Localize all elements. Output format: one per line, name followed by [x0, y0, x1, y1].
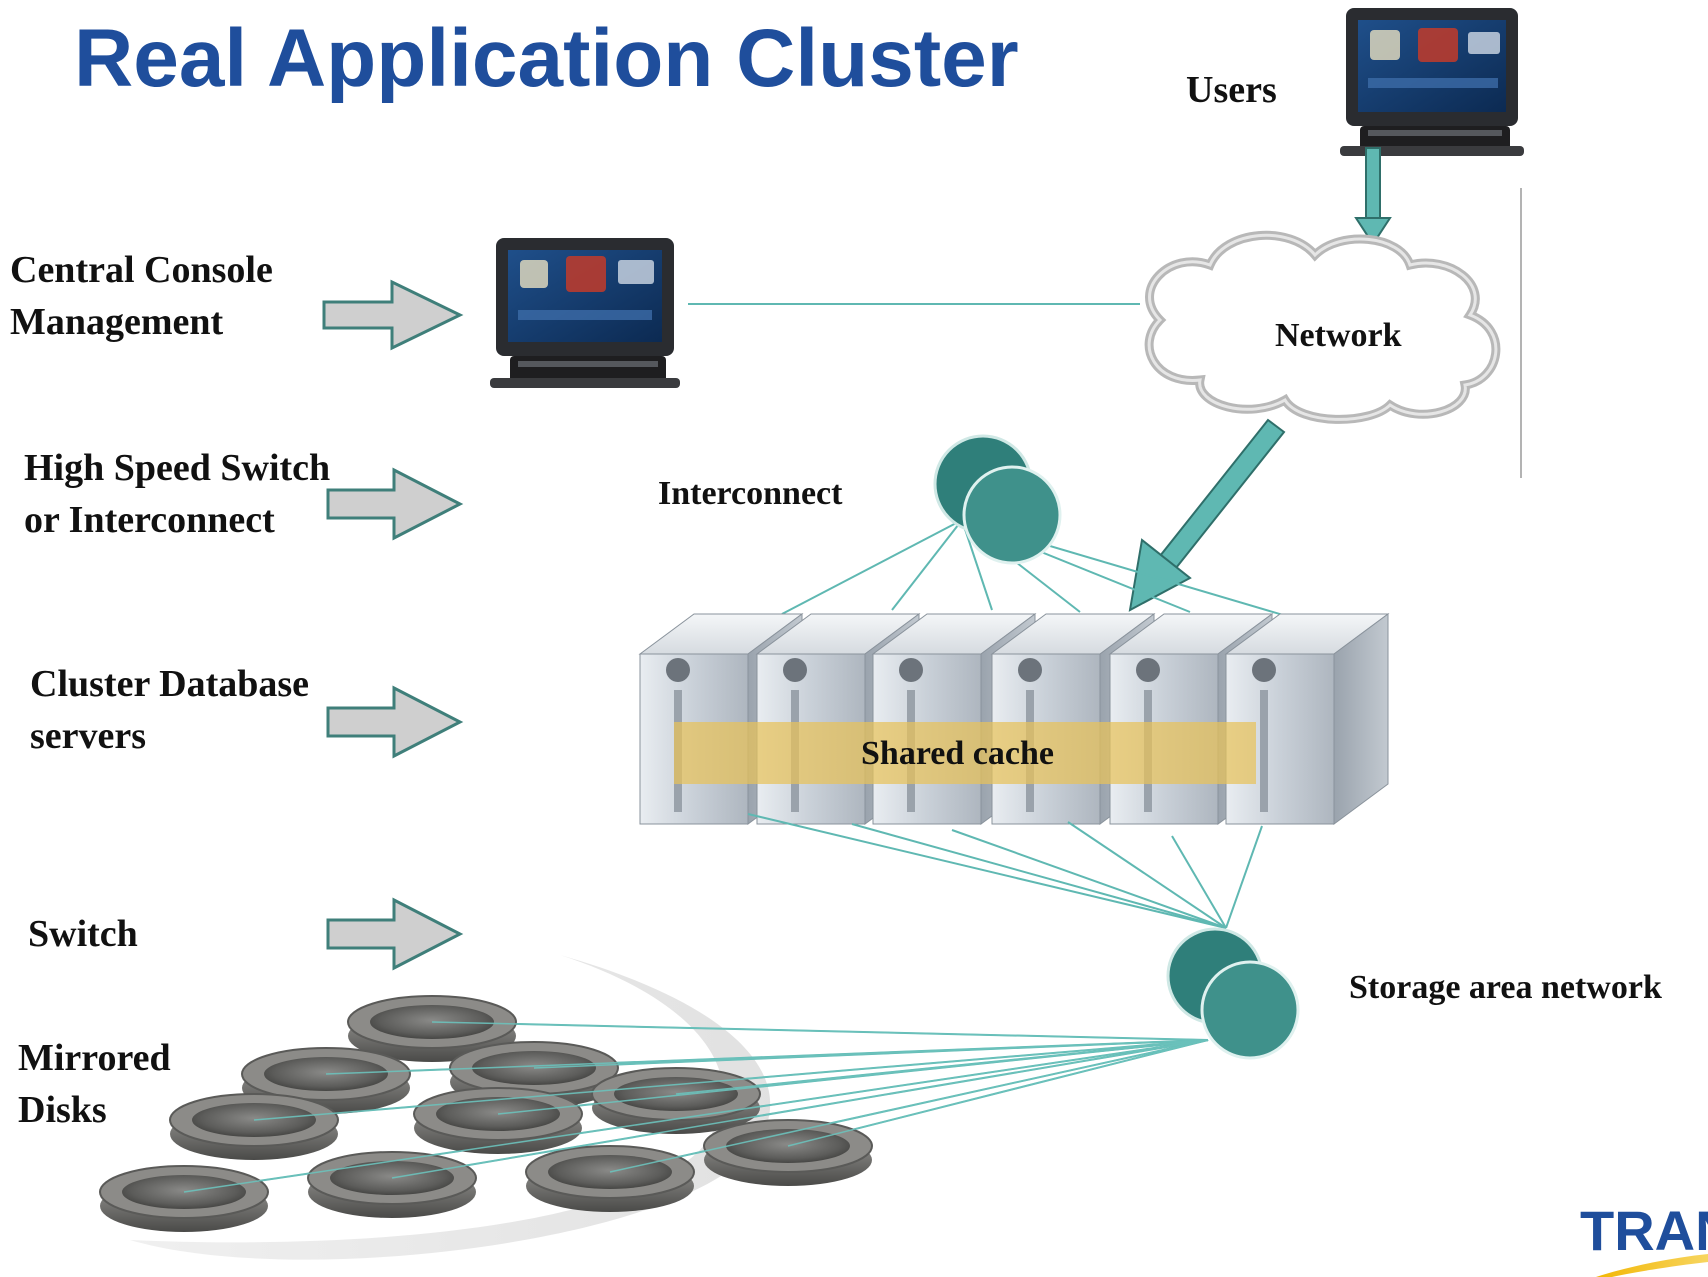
server-san-lines — [747, 813, 1263, 929]
arrow-switch — [326, 897, 464, 971]
users-label: Users — [1186, 69, 1277, 111]
disk-6 — [169, 1093, 339, 1160]
left-label-high-speed-switch: High Speed Switch or Interconnect — [24, 447, 331, 541]
left-label-switch: Switch — [28, 913, 138, 955]
disk-8 — [525, 1145, 695, 1212]
network-label: Network — [1275, 317, 1402, 354]
disk-9 — [307, 1151, 477, 1218]
servers-group — [638, 613, 1390, 825]
shared-cache-label: Shared cache — [861, 735, 1054, 772]
server-6 — [1224, 613, 1390, 825]
network-cloud — [1144, 230, 1501, 424]
arrow-interconnect — [326, 467, 464, 541]
disk-7 — [703, 1119, 873, 1186]
interconnect-node — [933, 434, 1062, 565]
disk-5 — [413, 1087, 583, 1154]
shared-cache-band — [674, 722, 1256, 784]
arrow-console — [322, 279, 464, 351]
brand-swoosh — [1596, 1254, 1708, 1277]
network-to-servers-arrow — [1128, 418, 1286, 612]
interconnect-label: Interconnect — [658, 475, 843, 512]
left-arrows — [322, 279, 464, 971]
san-disk-lines-overlay — [183, 1021, 1209, 1193]
storage-area-network-label: Storage area network — [1349, 969, 1662, 1006]
console-computer-icon — [490, 238, 680, 388]
page-title: Real Application Cluster — [74, 13, 1019, 104]
left-label-mirrored-disks: Mirrored Disks — [18, 1037, 171, 1131]
disks-group — [99, 995, 873, 1232]
san-node — [1166, 927, 1300, 1060]
arrow-servers — [326, 685, 464, 759]
users-computer-icon — [1340, 8, 1524, 156]
left-label-central-console: Central Console Management — [10, 249, 273, 343]
disk-10 — [99, 1165, 269, 1232]
users-to-network-arrow — [1354, 147, 1392, 246]
brand-logo-text: TRAN — [1580, 1199, 1708, 1262]
left-label-cluster-database: Cluster Database servers — [30, 663, 310, 757]
